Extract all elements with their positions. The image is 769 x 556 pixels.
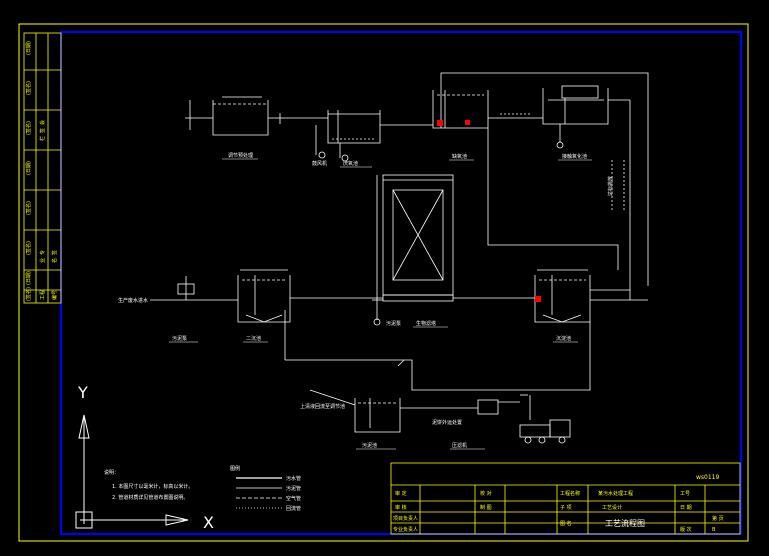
valve-icon [465, 120, 470, 125]
title-block [390, 462, 741, 535]
margin-text: (日期) [26, 161, 32, 175]
margin-text: (签名) [25, 201, 32, 215]
label: 调节预处理 [228, 152, 253, 159]
valve-icon [535, 296, 541, 302]
tb-cell: 审 定 [395, 490, 407, 497]
tb-cell: 制 图 [480, 504, 492, 511]
legend-item: 污泥管 [286, 485, 301, 492]
tower [382, 174, 454, 302]
ucs-icon [75, 414, 189, 529]
label: 上清液回流至调节池 [300, 403, 345, 410]
tb-cell: 项目负责人 [393, 515, 418, 522]
margin-text: 编号 [51, 290, 58, 300]
inner-border [60, 31, 742, 535]
tank-top-mid [327, 110, 381, 144]
margin-text: 签 [39, 128, 46, 133]
diagram-labels: 调节预处理 鼓风机 厌氧池 缺氧池 接触氧化池 生物滤塔 二沉池 沉淀池 生产废… [118, 152, 614, 450]
drawing-number: ws0119 [696, 474, 719, 481]
label: 污泥泵 [386, 320, 401, 327]
tb-cell: 审 核 [395, 504, 407, 511]
label: 二沉池 [246, 335, 261, 342]
notes-heading: 说明： [104, 469, 119, 476]
note-item: 2. 管道材质详见管道布置图说明。 [112, 494, 188, 501]
margin-text: 栏 [39, 136, 46, 141]
label: 鼓风机 [312, 160, 327, 167]
tank-top-right [542, 85, 609, 125]
axis-x-label: X [203, 513, 214, 532]
label: 厌氧池 [343, 160, 358, 167]
label: 生产废水进水 [118, 297, 148, 304]
tb-cell: 第 页 [712, 515, 724, 522]
tb-cell: 图 名 [560, 520, 572, 527]
margin-text: (签名) [25, 121, 32, 135]
tb-cell: 工艺设计 [602, 504, 622, 511]
tb-cell: 工号 [680, 491, 690, 497]
label: 压滤机 [452, 442, 467, 449]
notes: 说明： 1. 本图尺寸以毫米计，标高以米计。 2. 管道材质详见管道布置图说明。 [104, 469, 193, 501]
margin-text: (签名) [25, 81, 32, 95]
margin-text: 专 [39, 250, 46, 255]
margin-text: 签 [51, 250, 58, 255]
tb-cell: 某污水处理工程 [598, 490, 633, 497]
label: 污泥泵 [172, 335, 187, 342]
tank-mid-left [237, 269, 291, 323]
margin-text-col1: (日期) (签名) (签名) (日期) (签名) (签名) (日期) (签名) [25, 41, 32, 301]
note-item: 1. 本图尺寸以毫米计，标高以米计。 [112, 483, 193, 490]
margin-text: (签名) [25, 287, 32, 301]
truck [519, 419, 571, 444]
process-lines [150, 72, 649, 444]
drawing-title: 工艺流程图 [605, 518, 645, 528]
tank-sludge [354, 398, 401, 433]
label: 接触氧化池 [562, 153, 587, 160]
margin-text: 业 [39, 258, 46, 263]
margin-text: 名 [51, 258, 58, 263]
label: 达标排放 [607, 176, 614, 196]
legend-heading: 图例 [230, 465, 240, 472]
legend: 图例 污水管 污泥管 空气管 回流管 [230, 465, 301, 512]
tank-mid-right [534, 269, 591, 323]
margin-text-col2: 会 签 栏 专 业 签 名 工程 编号 [39, 120, 58, 300]
axis-y-label: Y [77, 383, 88, 402]
margin-text: (日期) [26, 271, 32, 285]
tank-top-left [212, 96, 269, 136]
tb-cell: 日 期 [680, 505, 692, 511]
margin-text: (签名) [25, 241, 32, 255]
tb-cell: 工程名称 [560, 490, 580, 497]
label: 沉淀池 [556, 335, 571, 342]
legend-item: 污水管 [286, 475, 301, 482]
label: 生物滤塔 [416, 320, 436, 327]
tb-cell: B [712, 527, 716, 533]
outer-border [18, 23, 749, 542]
tank-anoxic [432, 90, 489, 129]
margin-signoff-strip [23, 32, 62, 304]
valve-markers [437, 120, 541, 302]
margin-text: (日期) [26, 41, 32, 55]
tb-cell: 校 对 [480, 490, 492, 497]
margin-text: 会 [39, 120, 46, 125]
label: 污泥池 [362, 442, 377, 449]
title-block-text: ws0119 审 定 校 对 工程名称 某污水处理工程 工号 审 核 制 图 子… [393, 474, 724, 533]
tb-cell: 版 次 [680, 526, 692, 533]
label: 泥饼外运处置 [432, 419, 462, 426]
legend-item: 回流管 [286, 505, 301, 512]
tb-cell: 专业负责人 [393, 526, 418, 533]
valve-icon [437, 120, 443, 126]
tb-cell: 子 项 [560, 504, 572, 511]
margin-text: 工程 [39, 290, 46, 300]
legend-item: 空气管 [286, 495, 301, 502]
label: 缺氧池 [452, 153, 467, 160]
